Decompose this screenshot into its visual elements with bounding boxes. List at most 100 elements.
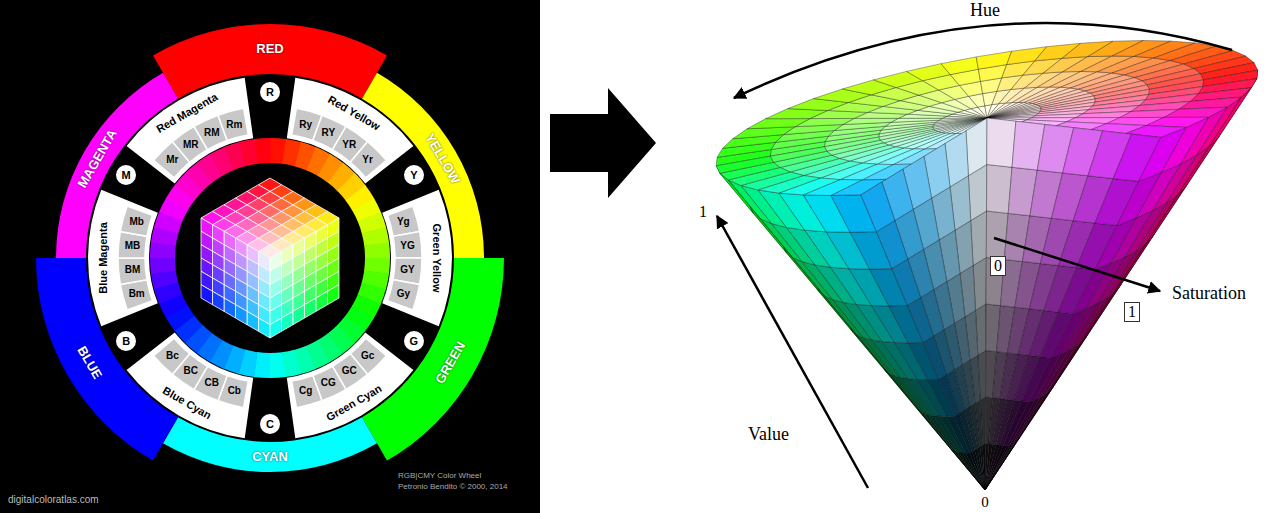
hue-cell-shape [218, 376, 248, 408]
cone-cut-cell [1077, 223, 1117, 270]
color-pair-segment: Green CyanGcGCCGCg [0, 0, 540, 513]
cone-side-cell [985, 445, 1010, 490]
hue-cell-shape [313, 366, 346, 401]
color-band-shape [56, 73, 178, 258]
hue-marker-circle: B [114, 329, 138, 353]
hue-cell-shape [172, 354, 207, 390]
color-band-shape [163, 417, 377, 472]
color-band: YELLOW [0, 0, 540, 513]
cone-top-cell [987, 107, 1041, 118]
color-band: CYAN [0, 0, 540, 513]
hue-cell-shape [292, 376, 322, 408]
hue-cell-shape [393, 258, 422, 284]
cone-cut-cell [923, 336, 946, 379]
color-band-label: GREEN [433, 339, 469, 387]
color-pair-segment-label: Blue Cyan [160, 384, 213, 422]
color-pair-segment: Red MagentaMrMRRMRm [0, 0, 540, 513]
scale-value: 0 [994, 257, 1002, 274]
color-pair-segment-shape [127, 333, 254, 439]
hsv-cone [716, 41, 1258, 491]
hue-cell-label: BM [125, 264, 141, 276]
hue-cell-outline [0, 0, 540, 513]
cone-side-cell [832, 300, 871, 340]
cone-top-cell [1179, 97, 1241, 109]
cone-side-cell [900, 378, 934, 416]
color-band-label: CYAN [252, 450, 288, 465]
hue-cell-shape [172, 126, 207, 162]
watermark: digitalcoloratlas.com [8, 494, 99, 505]
hue-cell-label: Cg [299, 386, 312, 398]
cone-side-cell [817, 287, 853, 331]
color-pair-segment-outline [0, 0, 540, 513]
cube-cell [259, 178, 282, 191]
hue-wedge [150, 257, 176, 273]
hue-cell: Gc [0, 0, 540, 513]
cone-top-cell [1031, 114, 1083, 118]
hue-cell-outline [0, 0, 540, 513]
cone-side-cell [863, 338, 900, 378]
color-band-label: BLUE [74, 343, 105, 381]
hue-cell: Rm [0, 0, 540, 513]
cone-side-cell [792, 257, 832, 299]
color-pair-segment-label: Red Magenta [154, 91, 220, 136]
cone-cut-cell [861, 182, 895, 232]
hue-marker-letter: C [266, 418, 274, 430]
color-pair-segment-shape [287, 78, 414, 184]
cone-side-cell [750, 206, 786, 252]
hue-cell-shape [313, 115, 346, 150]
rgb-cube [201, 178, 339, 338]
cone-side-cell [985, 439, 1019, 490]
color-band-outline [0, 0, 540, 513]
hue-cell-outline [0, 0, 540, 513]
hue-marker-letter: G [410, 335, 419, 347]
cone-side-cell [918, 409, 952, 451]
cone-cut-cell [1022, 357, 1051, 402]
cube-cell [201, 285, 213, 305]
hue-cell-shape [120, 206, 152, 236]
hue-cell-outline [0, 0, 540, 513]
hue-marker-circle: G [402, 329, 426, 353]
hue-cell-label: MB [125, 240, 141, 252]
hue-cell-shape [350, 142, 386, 178]
scale-value: 1 [699, 203, 707, 221]
hue-cell-label: Gy [397, 288, 410, 300]
hue-marker-circle: Y [402, 163, 426, 187]
hue-cell-outline [0, 0, 540, 513]
color-band-label: YELLOW [422, 131, 463, 187]
cone-top-cell [716, 156, 773, 173]
cone-side-cell [985, 443, 1013, 490]
color-band-label: RED [256, 42, 283, 57]
hue-cell-outline [0, 0, 540, 513]
scale-value: 0 [981, 494, 989, 511]
color-pair-segment: Red YellowRyRYYRYr [0, 0, 540, 513]
color-pair-segment-shape [88, 190, 158, 326]
hue-cell-outline [0, 0, 540, 513]
hue-cell: MR [0, 0, 540, 513]
hue-cell-outline [0, 0, 540, 513]
hue-cell-outline [0, 0, 540, 513]
cone-cut-cell [987, 118, 1016, 167]
cone-side-cell [851, 328, 886, 371]
hue-cell-outline [0, 0, 540, 513]
hue-cell-outline [0, 0, 540, 513]
cube-cell [247, 311, 259, 331]
color-pair-segment-shape [127, 78, 254, 184]
hue-cell: GC [0, 0, 540, 513]
color-band: RED [0, 0, 540, 513]
hue-cell: Mr [0, 0, 540, 513]
hue-cell-outline [0, 0, 540, 513]
hue-cell-shape [118, 232, 147, 258]
hue-cell-label: RY [322, 127, 336, 139]
cone-side-cell [760, 219, 802, 262]
hue-cell: Gy [0, 0, 540, 513]
hue-cell-label: CG [321, 377, 336, 389]
hue-cell-shape [388, 280, 420, 310]
value-arrow [717, 216, 868, 488]
hue-cell-label: Rm [226, 119, 242, 131]
color-band-outline [0, 0, 540, 513]
hue-cell-shape [388, 206, 420, 236]
hue-cell-outline [0, 0, 540, 513]
color-band: BLUE [0, 0, 540, 513]
hue-cell-shape [333, 126, 368, 162]
